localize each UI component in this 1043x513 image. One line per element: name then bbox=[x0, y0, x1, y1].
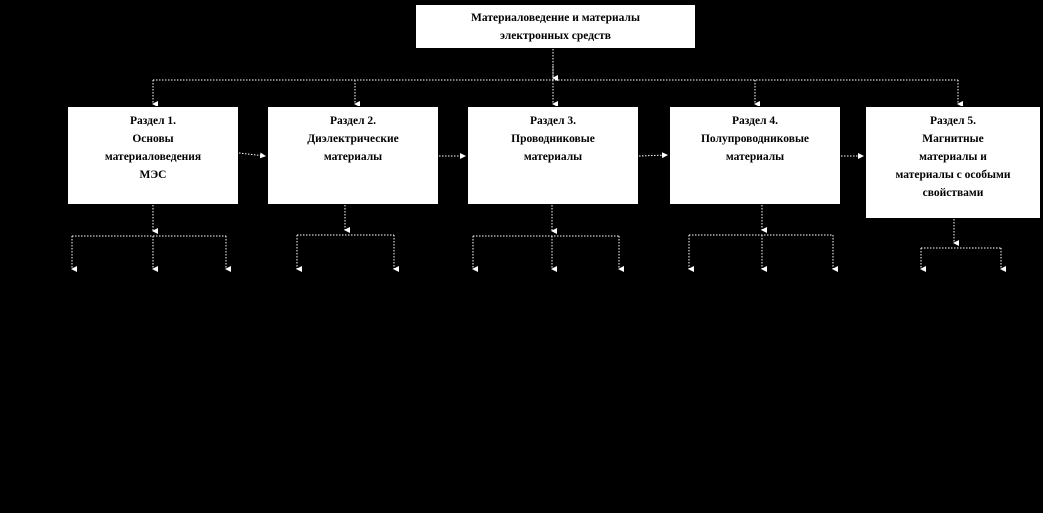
section-5-line-1: Раздел 5. bbox=[929, 115, 977, 127]
section-node-2: Раздел 2. Диэлектрические материалы bbox=[267, 106, 439, 205]
section-5-line-4: материалы с особыми bbox=[895, 169, 1011, 181]
section-2-line-3: материалы bbox=[323, 151, 383, 163]
section-3-line-1: Раздел 3. bbox=[529, 115, 577, 127]
section-1-line-4: МЭС bbox=[139, 169, 167, 181]
section-1-line-1: Раздел 1. bbox=[129, 115, 177, 127]
root-line-1: Материаловедение и материалы bbox=[471, 12, 640, 24]
section-3-line-2: Проводниковые bbox=[511, 133, 595, 145]
section-5-line-2: Магнитные bbox=[922, 133, 984, 145]
section-3-line-3: материалы bbox=[523, 151, 583, 163]
section-1-line-2: Основы bbox=[132, 133, 174, 145]
root-line-2: электронных средств bbox=[500, 30, 611, 42]
section-4-line-2: Полупроводниковые bbox=[700, 133, 810, 145]
section-5-line-3: материалы и bbox=[919, 151, 987, 163]
section-2-line-1: Раздел 2. bbox=[329, 115, 377, 127]
link-3-4 bbox=[638, 152, 668, 159]
section-node-1: Раздел 1. Основы материаловедения МЭС bbox=[67, 106, 239, 205]
section-node-4: Раздел 4. Полупроводниковые материалы bbox=[669, 106, 841, 205]
root-node: Материаловедение и материалы электронных… bbox=[415, 4, 696, 49]
section-node-3: Раздел 3. Проводниковые материалы bbox=[467, 106, 639, 205]
section-node-5: Раздел 5. Магнитные материалы и материал… bbox=[865, 106, 1041, 219]
link-1-2 bbox=[238, 152, 266, 159]
section-1-line-3: материаловедения bbox=[104, 151, 202, 163]
section-5-line-5: свойствами bbox=[922, 187, 984, 199]
section-2-line-2: Диэлектрические bbox=[307, 133, 399, 145]
section-4-line-3: материалы bbox=[725, 151, 785, 163]
section-4-line-1: Раздел 4. bbox=[731, 115, 779, 127]
